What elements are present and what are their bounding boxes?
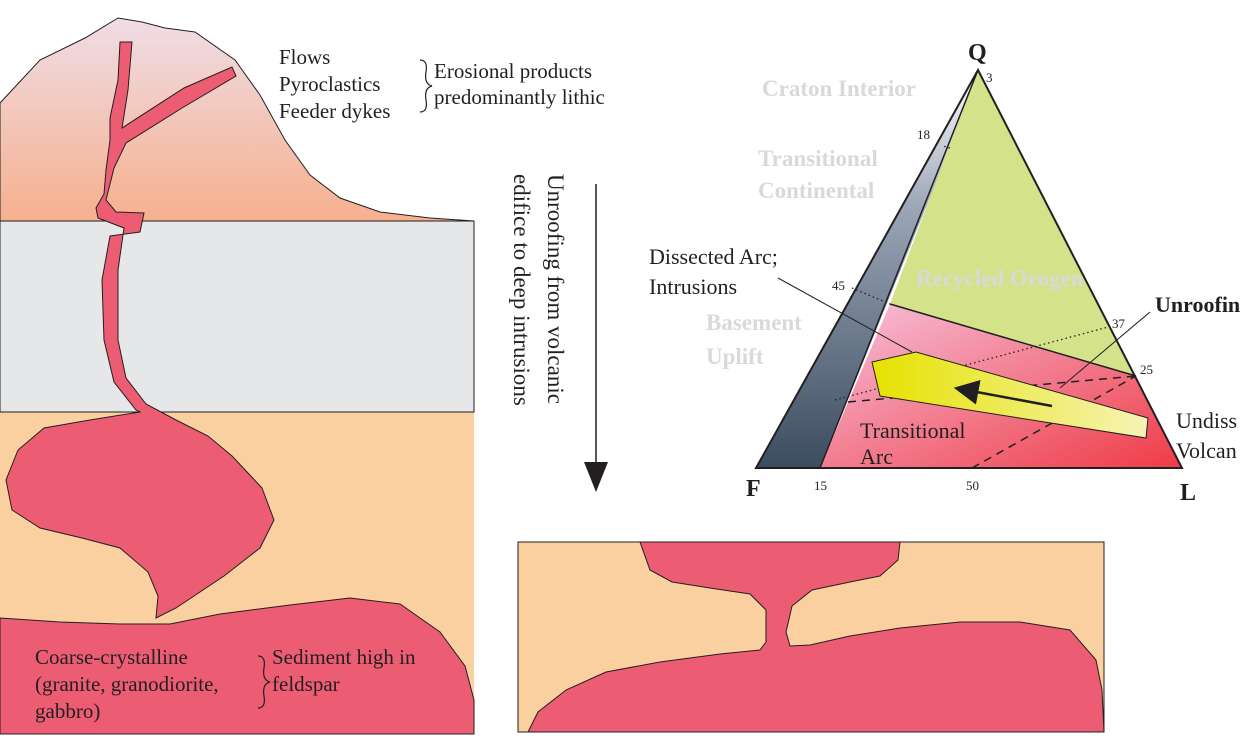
apex-l: L xyxy=(1180,480,1196,506)
field-arc: Arc xyxy=(860,444,893,469)
tick-50: 50 xyxy=(966,478,979,493)
label-erosional-products: Erosional products xyxy=(434,59,592,83)
field-dissected-arc: Dissected Arc; xyxy=(649,244,778,269)
volcano-cross-section xyxy=(0,17,475,735)
arrow-head-icon xyxy=(584,462,608,492)
magma-body xyxy=(0,41,475,735)
deep-intrusion-panel xyxy=(517,541,1105,733)
label-sediment-high: Sediment high in xyxy=(272,645,416,669)
brace-icon xyxy=(257,655,271,709)
leader-line xyxy=(1059,311,1151,389)
field-boundary xyxy=(889,303,1137,377)
intrusion-labels: Coarse-crystalline (granite, granodiorit… xyxy=(35,645,416,723)
field-transitional-arc: Transitional xyxy=(860,418,966,443)
label-gabbro: gabbro) xyxy=(35,699,100,723)
panel-magma-body xyxy=(527,541,1105,733)
label-coarse-crystalline: Coarse-crystalline xyxy=(35,645,188,669)
brace-icon xyxy=(419,59,433,113)
field-craton-interior: Craton Interior xyxy=(762,76,916,101)
tick-25: 25 xyxy=(1140,362,1153,377)
field-continental: Continental xyxy=(758,178,874,203)
unroofing-path-band xyxy=(871,351,1149,439)
tick-37: 37 xyxy=(1112,316,1126,331)
label-granite: (granite, granodiorite, xyxy=(35,672,219,696)
leader-line xyxy=(777,277,913,353)
label-predominantly-lithic: predominantly lithic xyxy=(434,85,605,109)
grey-strata-layer xyxy=(0,220,475,413)
field-uplift: Uplift xyxy=(706,344,764,369)
tick-3: 3 xyxy=(986,70,993,85)
label-feldspar: feldspar xyxy=(272,672,340,696)
unroofing-arrow: Unroofing from volcanic edifice to deep … xyxy=(509,174,608,492)
unroofing-path-arrow-icon xyxy=(953,379,1053,408)
tick-15: 15 xyxy=(814,478,827,493)
label-feeder-dykes: Feeder dykes xyxy=(279,99,390,123)
qfl-ternary-diagram: Q F L 3 18 45 37 25 15 50 Craton Interio… xyxy=(649,40,1240,506)
label-unroofing-line2: edifice to deep intrusions xyxy=(509,174,534,406)
ternary-outline xyxy=(754,67,1184,469)
field-recycled-orogen: Recycled Orogen xyxy=(916,266,1084,291)
volcano-labels: Flows Pyroclastics Feeder dykes Erosiona… xyxy=(279,45,605,123)
field-undissected: Undiss xyxy=(1176,408,1237,433)
label-unroofing: Unroofin xyxy=(1155,292,1240,317)
tick-18: 18 xyxy=(917,127,930,142)
apex-f: F xyxy=(746,476,761,502)
tick-45: 45 xyxy=(832,278,845,293)
dotted-boundary xyxy=(834,325,1113,401)
label-pyroclastics: Pyroclastics xyxy=(279,72,380,96)
field-basement: Basement xyxy=(706,310,802,335)
field-boundary xyxy=(819,69,979,469)
dashed-boundary xyxy=(971,375,1137,469)
field-transitional: Transitional xyxy=(758,146,878,171)
field-intrusions: Intrusions xyxy=(649,274,737,299)
label-flows: Flows xyxy=(279,45,330,69)
label-unroofing-line1: Unroofing from volcanic xyxy=(543,174,568,404)
apex-q: Q xyxy=(968,40,987,66)
volcanic-edifice xyxy=(0,17,475,222)
recycled-orogen-field xyxy=(890,70,1136,376)
field-volcanic: Volcan xyxy=(1176,438,1237,463)
dotted-boundary xyxy=(942,145,951,149)
